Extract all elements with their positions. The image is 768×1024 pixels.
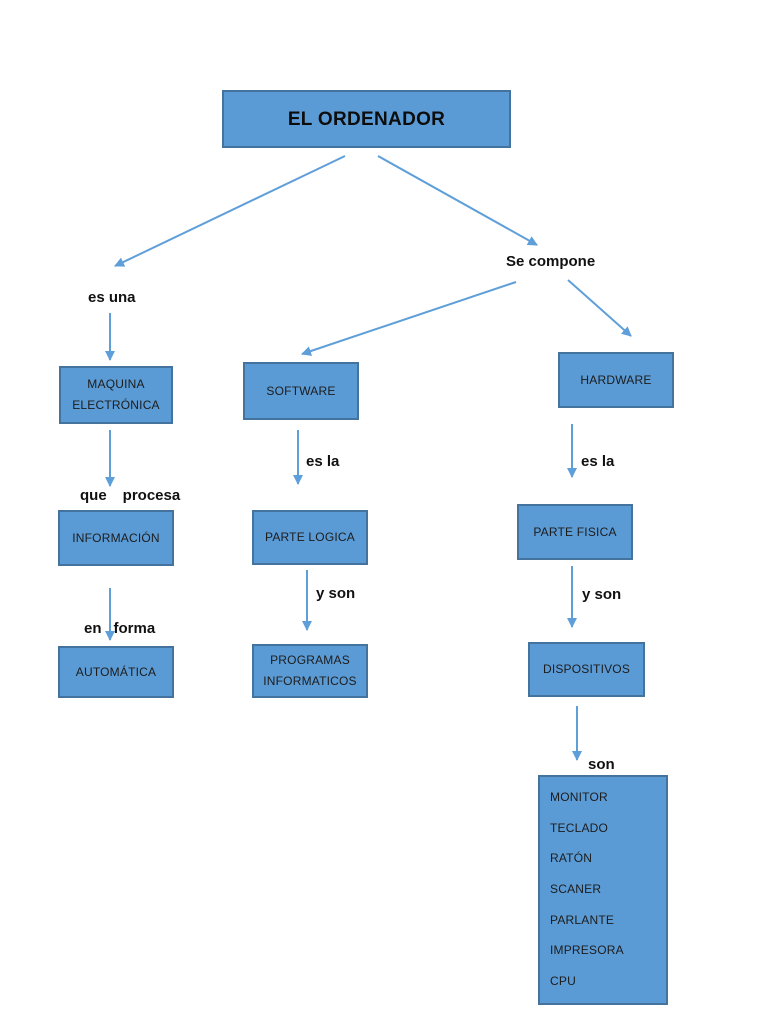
node-software-label: SOFTWARE: [266, 383, 336, 398]
node-automatica: AUTOMÁTICA: [58, 646, 174, 698]
node-parte-logica-label: PARTE LOGICA: [265, 530, 355, 544]
device-item-cpu: CPU: [550, 973, 576, 988]
edge-label-se-compone: Se compone: [506, 253, 596, 270]
edge-label-es-una: es una: [88, 289, 136, 306]
node-maquina-line2: ELECTRÓNICA: [72, 398, 160, 412]
edge-label-y-son-hardware: y son: [582, 586, 622, 603]
node-parte-fisica: PARTE FISICA: [517, 504, 633, 560]
edge-label-que-procesa: que procesa: [80, 487, 180, 504]
label-word-gap: [107, 487, 123, 504]
edge-label-en: en: [84, 620, 102, 637]
node-hardware-label: HARDWARE: [580, 372, 652, 387]
device-item-raton: RATÓN: [550, 851, 593, 866]
node-programas-line2: INFORMATICOS: [263, 674, 357, 688]
device-item-parlante: PARLANTE: [550, 912, 615, 927]
arrow-se-compone-to-hardware: [567, 279, 632, 337]
node-programas-line1: PROGRAMAS: [270, 653, 350, 667]
node-dispositivos: DISPOSITIVOS: [528, 642, 645, 697]
arrow-ordenador-to-se-compone: [377, 155, 538, 246]
node-el-ordenador-label: EL ORDENADOR: [287, 108, 446, 130]
label-word-gap: [102, 620, 114, 637]
device-item-scaner: SCANER: [550, 881, 602, 896]
node-parte-logica: PARTE LOGICA: [252, 510, 368, 565]
node-maquina-line1: MAQUINA: [87, 377, 145, 391]
node-parte-fisica-label: PARTE FISICA: [533, 524, 617, 539]
device-item-impresora: IMPRESORA: [550, 943, 624, 958]
edge-label-es-la-software: es la: [306, 453, 340, 470]
node-el-ordenador: EL ORDENADOR: [222, 90, 511, 148]
node-software: SOFTWARE: [243, 362, 359, 420]
arrow-ordenador-to-es-una: [114, 155, 346, 267]
arrow-se-compone-to-software: [301, 281, 517, 356]
edge-label-que: que: [80, 487, 107, 504]
node-dispositivos-label: DISPOSITIVOS: [542, 662, 631, 676]
node-devices-list: MONITOR TECLADO RATÓN SCANER PARLANTE IM…: [538, 775, 668, 1005]
node-hardware: HARDWARE: [558, 352, 674, 408]
node-maquina-electronica: MAQUINA ELECTRÓNICA: [59, 366, 173, 424]
node-programas-informaticos: PROGRAMAS INFORMATICOS: [252, 644, 368, 698]
device-item-teclado: TECLADO: [550, 820, 609, 835]
edge-label-en-forma: en forma: [84, 620, 155, 637]
device-item-monitor: MONITOR: [550, 790, 608, 804]
node-automatica-label: AUTOMÁTICA: [75, 664, 157, 679]
edge-label-y-son-software: y son: [316, 585, 356, 602]
node-informacion: INFORMACIÓN: [58, 510, 174, 566]
node-informacion-label: INFORMACIÓN: [72, 530, 160, 545]
edge-label-forma: forma: [113, 620, 156, 637]
edge-label-son: son: [588, 756, 615, 773]
edge-label-es-la-hardware: es la: [581, 453, 615, 470]
edge-label-procesa: procesa: [122, 487, 181, 504]
